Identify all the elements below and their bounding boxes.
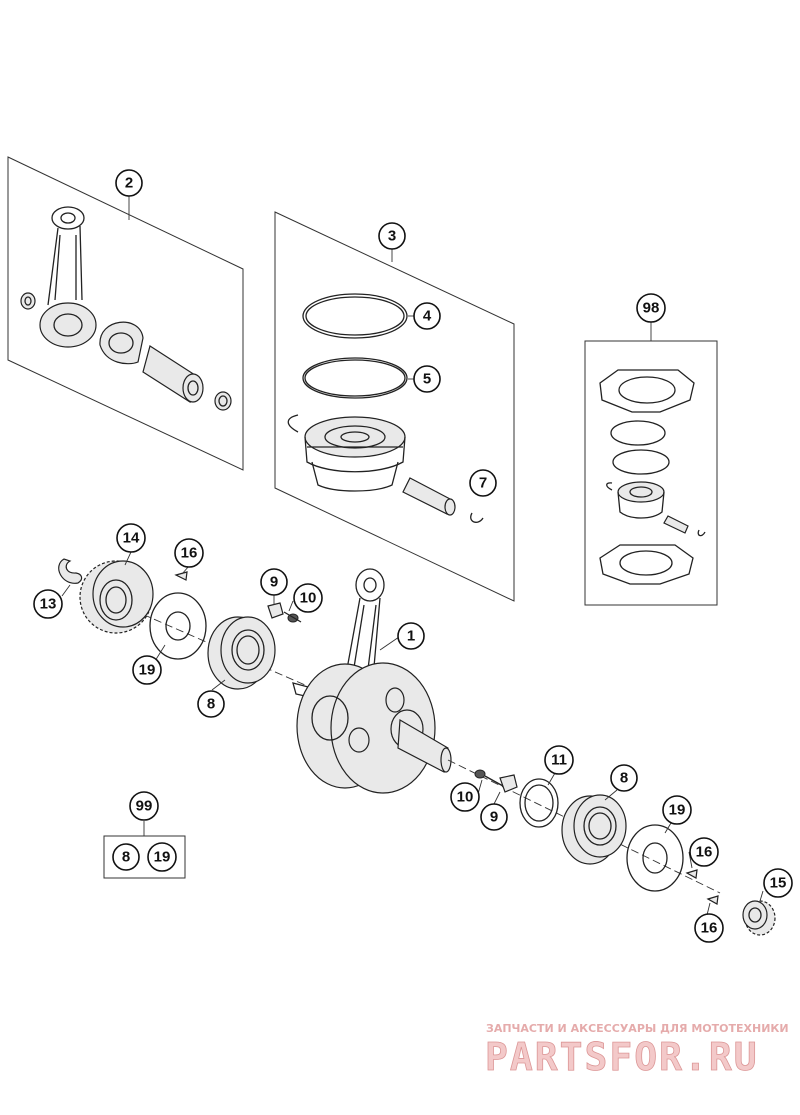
svg-text:5: 5 <box>423 371 431 388</box>
crankshaft-rod <box>344 568 385 691</box>
svg-text:19: 19 <box>154 849 171 866</box>
drive-gear <box>742 900 776 936</box>
needle-bearing-left <box>20 292 36 310</box>
svg-text:15: 15 <box>770 875 787 892</box>
callout-9-right[interactable]: 9 <box>480 803 508 831</box>
callout-2[interactable]: 2 <box>115 169 143 197</box>
callout-16-right-top[interactable]: 16 <box>689 837 719 867</box>
panel-piston-kit <box>274 211 515 602</box>
callout-19-right[interactable]: 19 <box>662 795 692 825</box>
timing-gear <box>79 560 154 634</box>
callout-11[interactable]: 11 <box>544 745 574 775</box>
locking-plate-left <box>267 602 302 623</box>
svg-text:8: 8 <box>207 696 215 713</box>
kit-piston <box>617 481 665 519</box>
svg-text:19: 19 <box>139 662 156 679</box>
kit-ring-2 <box>612 449 670 475</box>
circlip-right <box>470 512 484 523</box>
callout-15[interactable]: 15 <box>763 868 793 898</box>
callout-16-right-bottom[interactable]: 16 <box>694 913 724 943</box>
main-bearing-right <box>561 794 627 865</box>
thrust-washer-left <box>149 592 207 660</box>
callout-16-left[interactable]: 16 <box>174 538 204 568</box>
circlip-13 <box>58 558 83 584</box>
locking-plate-right <box>499 774 518 793</box>
svg-text:9: 9 <box>270 574 278 591</box>
callout-99[interactable]: 99 <box>129 791 159 821</box>
watermark-tagline: ЗАПЧАСТИ И АКСЕССУАРЫ ДЛЯ МОТОТЕХНИКИ <box>486 1022 789 1035</box>
callout-98[interactable]: 98 <box>636 293 666 323</box>
panel-connecting-rod-kit <box>7 156 244 471</box>
piston-ring-second <box>302 357 408 399</box>
callout-13[interactable]: 13 <box>33 589 63 619</box>
svg-text:16: 16 <box>701 920 718 937</box>
leader-lines <box>61 551 764 916</box>
svg-text:8: 8 <box>122 849 130 866</box>
callout-19-left[interactable]: 19 <box>132 655 162 685</box>
kit-pin <box>663 515 689 534</box>
callout-14[interactable]: 14 <box>116 523 146 553</box>
bolt-10-right <box>474 769 504 787</box>
svg-text:7: 7 <box>479 475 487 492</box>
thrust-washer-right <box>626 824 684 892</box>
svg-text:98: 98 <box>643 300 660 317</box>
piston-ring-top <box>302 293 408 339</box>
callout-5[interactable]: 5 <box>413 365 441 393</box>
piston <box>304 416 406 492</box>
panel-bearing-kit <box>103 821 186 879</box>
connecting-rod <box>39 206 97 348</box>
kit99-item-19[interactable]: 19 <box>147 842 177 872</box>
crankshaft <box>292 568 721 894</box>
svg-text:16: 16 <box>696 844 713 861</box>
svg-text:10: 10 <box>457 789 474 806</box>
circlip-left <box>287 414 299 433</box>
svg-text:1: 1 <box>407 628 415 645</box>
shim-washer <box>519 778 559 828</box>
svg-text:2: 2 <box>125 175 133 192</box>
callout-7[interactable]: 7 <box>469 469 497 497</box>
svg-text:19: 19 <box>669 802 686 819</box>
cylinder-head-gasket <box>599 369 695 413</box>
needle-bearing-right <box>214 391 232 411</box>
svg-text:11: 11 <box>551 752 567 769</box>
watermark-brand: PARTSFOR.RU <box>485 1035 759 1079</box>
crank-pin <box>142 345 204 403</box>
svg-text:16: 16 <box>181 545 198 562</box>
svg-text:13: 13 <box>40 596 57 613</box>
kit-ring-1 <box>610 420 666 446</box>
callout-8-left[interactable]: 8 <box>197 690 225 718</box>
callout-10-left[interactable]: 10 <box>293 583 323 613</box>
callout-3[interactable]: 3 <box>378 222 406 250</box>
svg-text:9: 9 <box>490 809 498 826</box>
woodruff-key-left <box>174 571 188 581</box>
svg-text:4: 4 <box>423 308 432 325</box>
piston-pin <box>402 477 456 516</box>
callout-8-right[interactable]: 8 <box>610 764 638 792</box>
callout-10-right[interactable]: 10 <box>450 782 480 812</box>
svg-text:3: 3 <box>388 228 396 245</box>
panel-gasket-kit <box>584 322 718 606</box>
svg-text:99: 99 <box>136 798 153 815</box>
svg-text:8: 8 <box>620 770 628 787</box>
watermark: ЗАПЧАСТИ И АКСЕССУАРЫ ДЛЯ МОТОТЕХНИКИ PA… <box>485 1022 789 1079</box>
svg-text:14: 14 <box>123 530 140 547</box>
callout-4[interactable]: 4 <box>413 302 441 330</box>
callout-1[interactable]: 1 <box>397 622 425 650</box>
callout-9-left[interactable]: 9 <box>260 568 288 596</box>
big-end-bearing <box>99 321 144 365</box>
cylinder-base-gasket <box>599 544 694 585</box>
woodruff-key-right-1 <box>685 869 698 879</box>
main-bearing-left <box>207 616 276 690</box>
kit99-item-8[interactable]: 8 <box>112 843 140 871</box>
woodruff-key-right-2 <box>706 895 719 905</box>
svg-text:10: 10 <box>300 590 317 607</box>
